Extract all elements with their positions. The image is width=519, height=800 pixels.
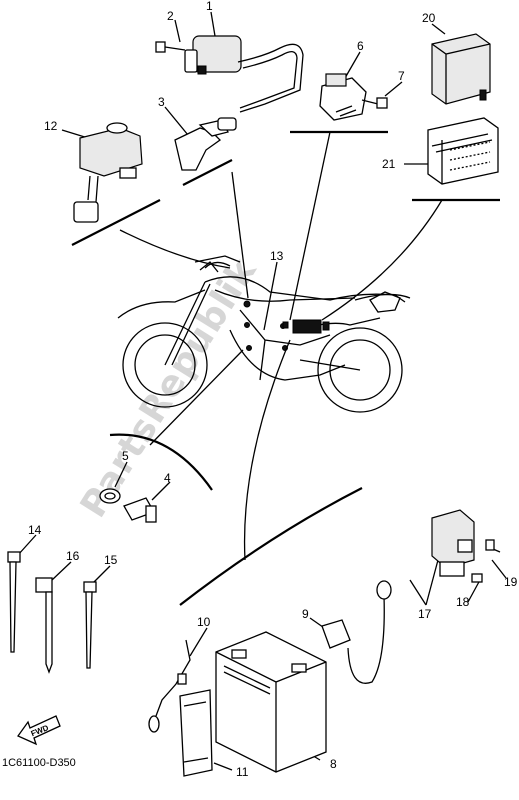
part-label-19: 19: [504, 575, 518, 589]
part-label-20: 20: [422, 11, 436, 25]
rectifier-regulator: [431, 509, 501, 577]
part-label-10: 10: [197, 615, 211, 629]
part-label-1: 1: [206, 0, 213, 13]
part-label-2: 2: [167, 9, 174, 23]
spark-plug-cap: [174, 117, 237, 171]
battery: [215, 631, 327, 773]
fuse-box: [73, 122, 143, 223]
wire-lead-10: [148, 639, 191, 733]
part-label-9: 9: [302, 607, 309, 621]
cable-band-14: [7, 551, 21, 653]
callout-labels: 1 2 3 4 5 6 7 8 9 10 11 12 13 14 16 15 1…: [28, 0, 518, 779]
part-label-7: 7: [398, 69, 405, 83]
ignition-coil: [184, 35, 304, 113]
part-label-8: 8: [330, 757, 337, 771]
part-label-16: 16: [66, 549, 80, 563]
part-label-6: 6: [357, 39, 364, 53]
part-label-21: 21: [382, 157, 396, 171]
part-label-5: 5: [122, 449, 129, 463]
part-label-18: 18: [456, 595, 470, 609]
cdi-unit: [431, 33, 491, 105]
battery-band: [179, 689, 213, 777]
part-label-11: 11: [236, 765, 249, 779]
bolt-7: [361, 97, 388, 109]
cable-band-15: [83, 581, 97, 669]
part-label-12: 12: [44, 119, 58, 133]
cable-clamp-16: [35, 577, 53, 674]
bolt-2: [155, 41, 186, 53]
part-label-4: 4: [164, 471, 171, 485]
part-label-15: 15: [104, 553, 118, 567]
part-label-3: 3: [158, 95, 165, 109]
relay: [319, 73, 367, 121]
leader-lines: [17, 11, 507, 771]
battery-lead: [321, 580, 392, 684]
gasket: [99, 488, 121, 504]
fwd-arrow-icon: FWD: [17, 715, 61, 746]
fwd-label: FWD: [30, 723, 50, 738]
small-clip: [471, 573, 483, 583]
part-label-14: 14: [28, 523, 42, 537]
part-label-17: 17: [418, 607, 432, 621]
neutral-switch: [123, 497, 157, 523]
diagram-reference-code: 1C61100-D350: [2, 757, 76, 769]
cdi-cover: [427, 117, 499, 185]
motorcycle-outline: [117, 255, 411, 413]
part-label-13: 13: [270, 249, 284, 263]
